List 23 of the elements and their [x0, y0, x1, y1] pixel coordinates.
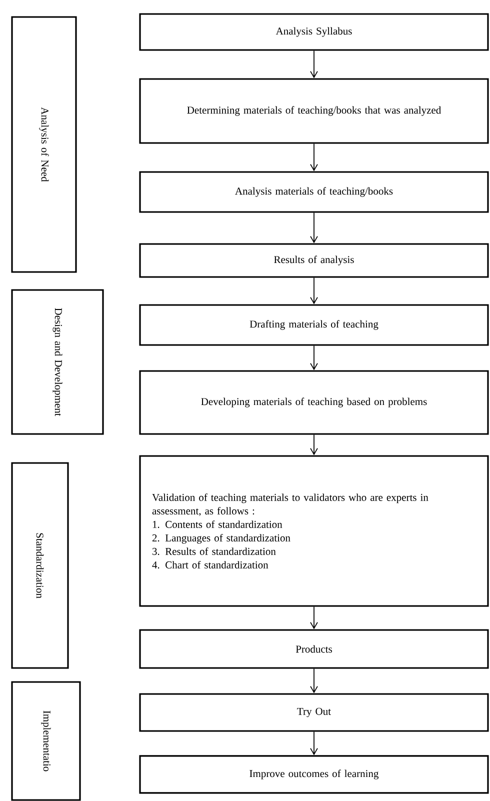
process-box: Results of analysis [139, 243, 489, 278]
stage-label-box: Standardization [11, 462, 69, 669]
arrow [310, 212, 318, 244]
process-box: Try Out [139, 693, 489, 732]
arrow [310, 277, 318, 304]
arrow [310, 731, 318, 756]
arrow [310, 50, 318, 78]
process-box: Drafting materials of teaching [139, 304, 489, 346]
arrow [310, 143, 318, 172]
stage-label-box: Design and Development [11, 289, 104, 435]
process-box: Determining materials of teaching/books that was analyzed [139, 78, 489, 144]
arrow [310, 668, 318, 694]
process-box: Analysis Syllabus [139, 13, 489, 51]
process-box: Improve outcomes of learning [139, 755, 489, 794]
process-box: Analysis materials of teaching/books [139, 171, 489, 213]
stage-label-box: Analysis of Need [11, 16, 77, 273]
process-box: Developing materials of teaching based on problems [139, 370, 489, 435]
arrow [310, 434, 318, 456]
process-box: Products [139, 629, 489, 669]
process-box: Validation of teaching materials to validators who are experts in assessment, as follows : 1. Contents of standardization 2. Languages of standardization 3. Results of standardization 4. Chart of standardization [139, 455, 489, 607]
arrow [310, 606, 318, 630]
arrow [310, 345, 318, 370]
stage-label-box: Implementatio [11, 681, 81, 801]
